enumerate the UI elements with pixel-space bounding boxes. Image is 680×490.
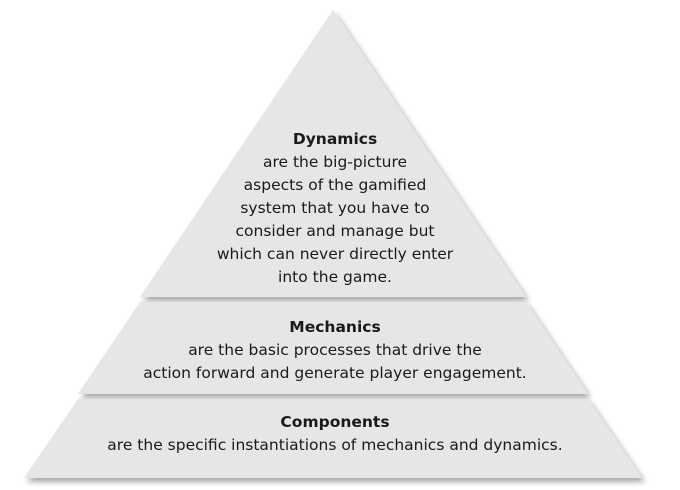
tier-dynamics-title: Dynamics: [292, 130, 378, 148]
tier-dynamics-line: are the big-picture: [262, 153, 408, 171]
tier-components-shape: [24, 399, 642, 478]
tier-dynamics-line: which can never directly enter: [216, 245, 454, 263]
tier-dynamics-line: system that you have to: [240, 199, 430, 217]
tier-dynamics: Dynamics are the big-picture aspects of …: [180, 128, 490, 289]
tier-dynamics-line: consider and manage but: [235, 222, 435, 240]
tier-dynamics-line: into the game.: [278, 268, 392, 286]
tier-mechanics: Mechanics are the basic processes that d…: [100, 316, 570, 385]
tier-dynamics-shape: [140, 10, 526, 297]
tier-mechanics-line: action forward and generate player engag…: [143, 364, 527, 382]
tier-components-title: Components: [280, 413, 390, 431]
tier-mechanics-title: Mechanics: [289, 318, 381, 336]
tier-mechanics-shape: [78, 302, 588, 394]
tier-mechanics-line: are the basic processes that drive the: [188, 341, 482, 359]
tier-dynamics-line: aspects of the gamified: [243, 176, 427, 194]
tier-components: Components are the specific instantiatio…: [60, 411, 610, 457]
tier-components-line: are the specific instantiations of mecha…: [107, 436, 563, 454]
